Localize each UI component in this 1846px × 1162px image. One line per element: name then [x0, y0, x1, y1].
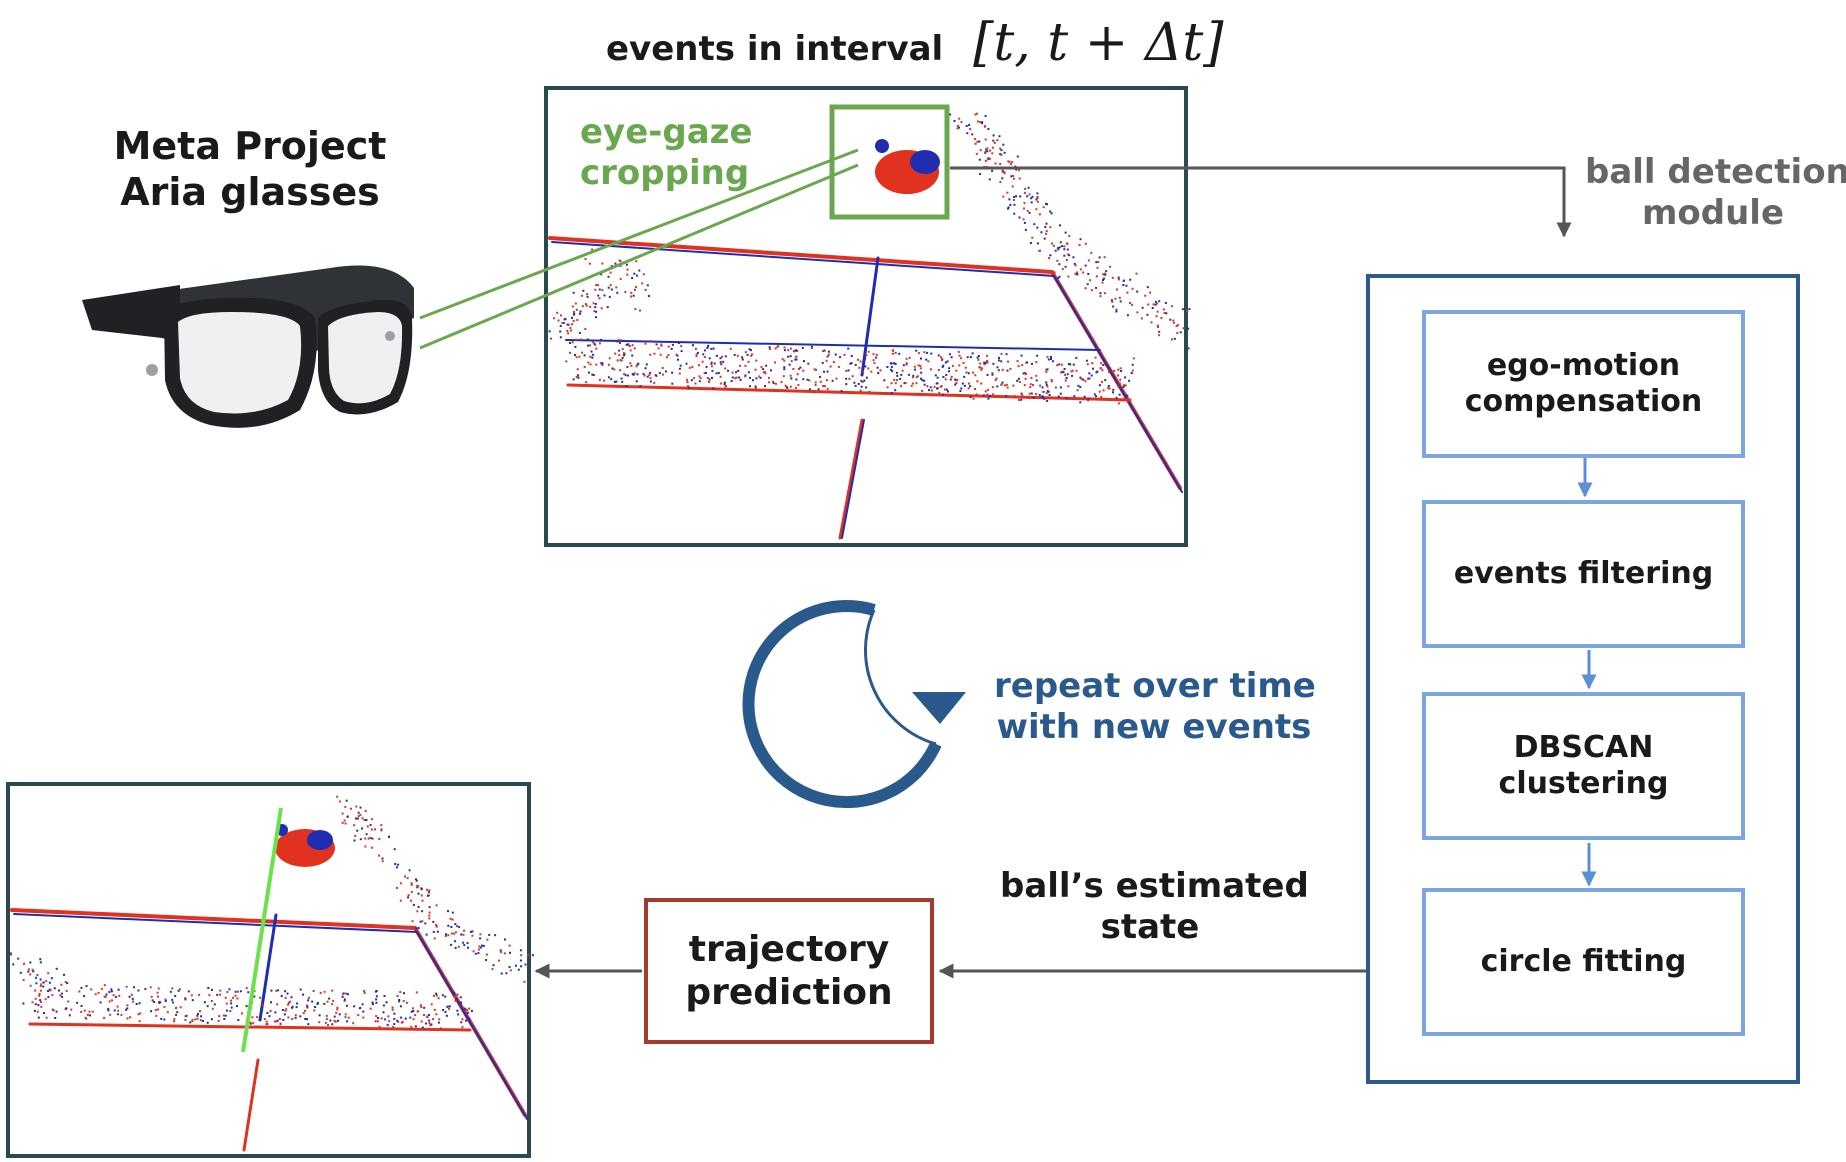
- repeat-label: repeat over time with new events: [994, 666, 1316, 748]
- step-ego-motion: ego-motion compensation: [1422, 310, 1745, 458]
- table-outline-bottom: [10, 908, 528, 1152]
- ball-blob-top: [875, 139, 940, 194]
- ball-blob-bottom: [275, 824, 335, 867]
- step-label-line1: DBSCAN: [1513, 730, 1654, 765]
- repeat-label-line1: repeat over time: [994, 666, 1316, 706]
- step-label-line1: events filtering: [1453, 556, 1714, 591]
- state-label-line2: state: [1100, 906, 1200, 947]
- module-title: ball detection module: [1585, 152, 1846, 234]
- prediction-label-line2: prediction: [685, 972, 893, 1013]
- smart-glasses-icon: [82, 265, 414, 428]
- gaze-cropping-label: eye-gaze cropping: [580, 112, 753, 194]
- glasses-label: Meta Project Aria glasses: [110, 124, 390, 215]
- events-panel: [544, 86, 1191, 547]
- table-outline: [548, 236, 1183, 540]
- module-title-line1: ball detection: [1585, 152, 1846, 192]
- events-interval-text: events in interval: [606, 29, 944, 69]
- trajectory-prediction-box: trajectory prediction: [644, 898, 934, 1044]
- step-label-line2: clustering: [1498, 766, 1669, 801]
- cycle-arrow-icon: [742, 600, 966, 809]
- events-interval-math: [t, t + Δt]: [973, 13, 1224, 73]
- arrow-to-module: [950, 166, 1572, 238]
- gaze-label-line1: eye-gaze: [580, 112, 753, 152]
- event-points-bottom: [9, 795, 534, 1030]
- gaze-label-line2: cropping: [580, 152, 750, 193]
- state-label-line1: ball’s estimated: [1000, 866, 1309, 906]
- ball-detection-module-box: [1366, 274, 1800, 1084]
- step-circle-fitting: circle fitting: [1422, 888, 1745, 1036]
- output-panel: [6, 782, 534, 1158]
- gaze-crop-box: [829, 104, 950, 220]
- repeat-label-line2: with new events: [996, 706, 1312, 747]
- step-label-line1: ego-motion: [1486, 348, 1681, 383]
- glasses-label-line1: Meta Project: [113, 124, 387, 168]
- events-interval-title: events in interval [t, t + Δt]: [606, 12, 1224, 74]
- step-label-line1: circle fitting: [1480, 944, 1687, 979]
- step-events-filtering: events filtering: [1422, 500, 1745, 648]
- predicted-trajectory-line: [241, 807, 283, 1053]
- gaze-lines: [419, 148, 859, 350]
- module-title-line2: module: [1641, 192, 1785, 233]
- event-points-top: [548, 112, 1191, 405]
- estimated-state-label: ball’s estimated state: [1000, 866, 1309, 948]
- step-label-line2: compensation: [1464, 384, 1703, 419]
- prediction-label-line1: trajectory: [688, 928, 890, 970]
- glasses-label-line2: Aria glasses: [120, 169, 380, 214]
- step-dbscan-clustering: DBSCAN clustering: [1422, 692, 1745, 840]
